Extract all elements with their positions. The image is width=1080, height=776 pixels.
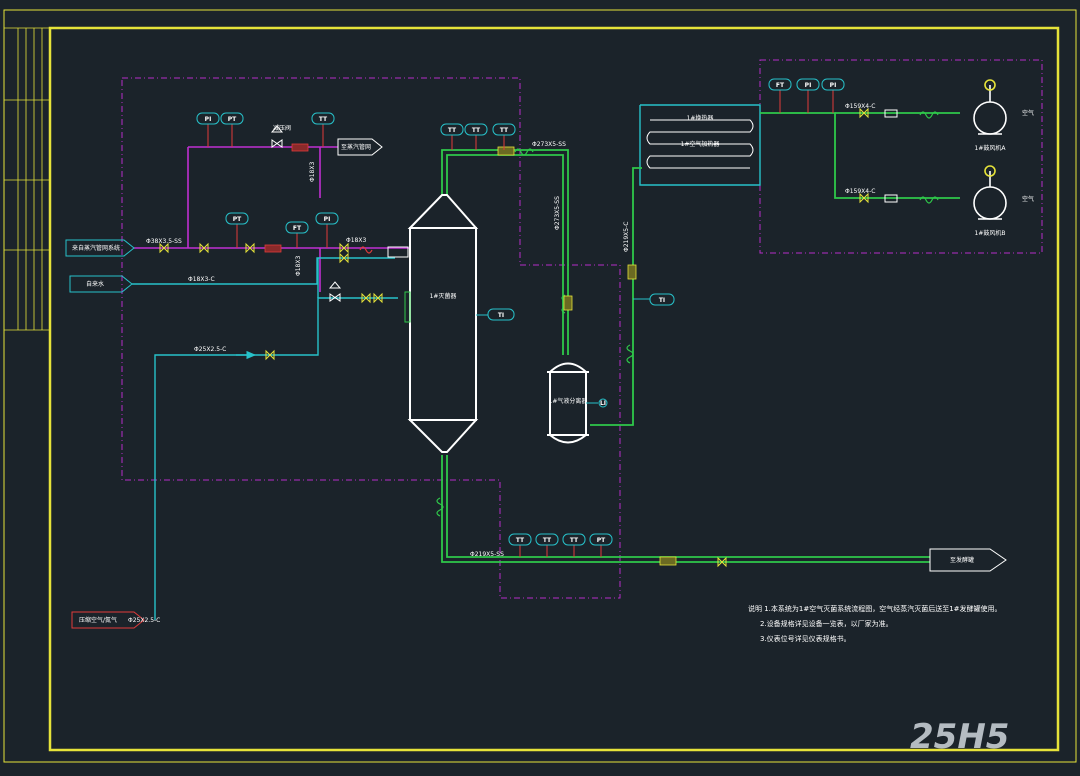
pipe-label-p4: Φ25X2.5-C: [128, 617, 160, 624]
inst-ft9: FT: [776, 82, 785, 89]
inst-tt4: TT: [472, 127, 481, 134]
pipe-label-p13: Φ18X3: [346, 237, 366, 244]
valves[interactable]: [159, 107, 898, 568]
sterilizer-vessel[interactable]: [407, 194, 479, 453]
blower-b[interactable]: [973, 165, 1007, 220]
inst-tt3: TT: [448, 127, 457, 134]
note-2: 2.设备规格详见设备一览表，以厂家为准。: [760, 619, 893, 628]
note-3: 3.仪表位号详见仪表规格书。: [760, 634, 851, 643]
connector-compressed-air[interactable]: 压缩空气/氮气: [71, 611, 145, 629]
reducing-valve-label: 减压阀: [273, 124, 291, 132]
connector-steam-out-label: 至蒸汽管网: [341, 143, 371, 151]
inst-pi2: PI: [324, 216, 331, 223]
watermark-logo: 25H5: [910, 717, 1009, 757]
separator-li-text: LI: [600, 400, 606, 407]
process-piping: [441, 112, 960, 563]
inner-frame: [48, 26, 1060, 752]
inst-pi1: PI: [205, 116, 212, 123]
pipe-label-p10: Φ159X4-C: [845, 188, 875, 195]
connector-product-out-label: 至发酵罐: [950, 556, 974, 564]
blower-a-label: 1#鼓风机A: [975, 144, 1007, 152]
separator-vessel[interactable]: [547, 362, 589, 444]
pipe-label-p9: Φ159X4-C: [845, 103, 875, 110]
connector-product-out[interactable]: 至发酵罐: [929, 548, 1007, 572]
pipe-label-p2: Φ18X3-C: [188, 276, 215, 283]
instrument-taps: [207, 90, 834, 557]
pipe-label-p3: Φ25X2.5-C: [194, 346, 226, 353]
connector-water-source[interactable]: 自来水: [69, 275, 133, 293]
inst-pi10: PI: [830, 82, 837, 89]
sterilizer-jacket: [404, 291, 411, 323]
pipe-label-p5: Φ273X5-SS: [532, 141, 566, 148]
blower-b-air: 空气: [1022, 195, 1034, 203]
system-boundaries: [121, 59, 1043, 599]
heat-exchanger-coil: [646, 119, 754, 169]
pipe-label-p8: Φ219X5-SS: [470, 551, 504, 558]
pipe-label-p11: Φ18X3: [309, 162, 316, 182]
inst-ft2: FT: [293, 225, 302, 232]
instrument-bubbles[interactable]: [196, 78, 845, 546]
sterilizer-label: 1#灭菌器: [430, 292, 457, 300]
heat-exchanger-sub: 1#空气加热器: [681, 140, 720, 148]
steam-piping: [134, 146, 410, 292]
inst-pt2: PT: [233, 216, 242, 223]
inst-pt1: PT: [228, 116, 237, 123]
pipe-label-p1: Φ38X3.5-SS: [146, 238, 182, 245]
inst-tt8: TT: [570, 537, 579, 544]
inst-tt5: TT: [500, 127, 509, 134]
inst-pi9: PI: [805, 82, 812, 89]
inst-ti-pipe: TI: [659, 297, 665, 304]
expansion-joints: [359, 111, 939, 517]
pipe-label-p7: Φ219X5-C: [623, 222, 630, 252]
separator-label: 1#气液分离器: [549, 397, 588, 405]
heat-exchanger-title: 1#换热器: [687, 114, 714, 122]
steam-trap[interactable]: [387, 246, 409, 258]
blower-b-label: 1#鼓风机B: [975, 229, 1006, 237]
pipe-label-p12: Φ18X3: [295, 256, 302, 276]
connector-compressed-air-label: 压缩空气/氮气: [79, 616, 117, 624]
inst-tt6: TT: [516, 537, 525, 544]
outer-frame: [3, 9, 1077, 763]
connector-steam-source[interactable]: 来自蒸汽管网系统: [65, 239, 135, 257]
connector-steam-out[interactable]: 至蒸汽管网: [337, 138, 383, 156]
inst-tt7: TT: [543, 537, 552, 544]
note-1: 说明 1.本系统为1#空气灭菌系统流程图，空气经蒸汽灭菌后送至1#发酵罐使用。: [748, 604, 1002, 613]
control-valves[interactable]: [270, 125, 342, 302]
blower-a[interactable]: [973, 79, 1007, 135]
pipe-label-p6: Φ273X5-SS: [554, 196, 561, 230]
inst-ti-sterilizer: TI: [498, 312, 504, 319]
inst-pt6: PT: [597, 537, 606, 544]
left-title-strip: [4, 27, 50, 331]
inst-tt1: TT: [319, 116, 328, 123]
water-piping: [132, 104, 761, 620]
connector-steam-source-label: 来自蒸汽管网系统: [72, 244, 120, 252]
filters: [264, 143, 677, 566]
separator-li-bubble[interactable]: [598, 398, 608, 408]
connector-water-source-label: 自来水: [86, 280, 104, 288]
blower-a-air: 空气: [1022, 109, 1034, 117]
